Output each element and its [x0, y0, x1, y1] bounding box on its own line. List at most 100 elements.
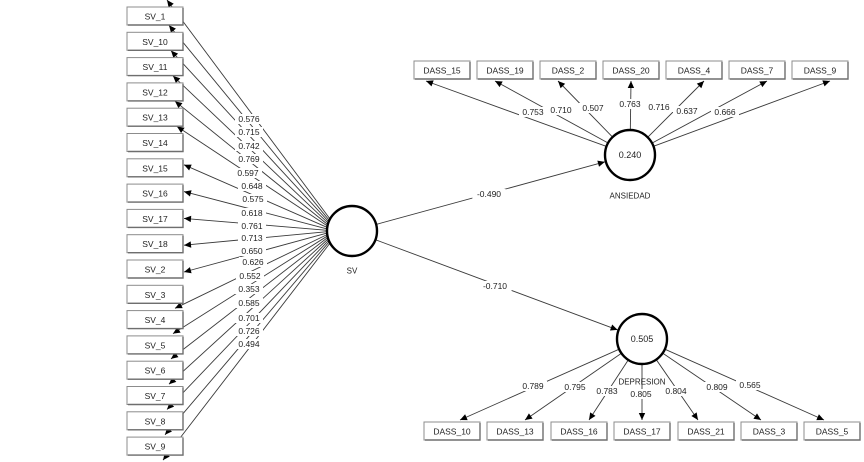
indicator-label: SV_7 — [145, 391, 166, 401]
indicator-dass-21[interactable]: DASS_21 — [677, 421, 735, 441]
indicator-sv-17[interactable]: SV_17 — [126, 208, 184, 229]
indicator-sv-10[interactable]: SV_10 — [126, 31, 184, 51]
indicator-dass-2[interactable]: DASS_2 — [539, 60, 597, 80]
latent-circle[interactable] — [615, 312, 669, 366]
loading-label-sv-16: 0.618 — [238, 208, 266, 218]
latent-circle[interactable] — [603, 128, 657, 182]
loading-edge-sv-7 — [166, 239, 330, 410]
indicator-label: DASS_13 — [496, 427, 534, 437]
indicator-dass-15[interactable]: DASS_15 — [413, 60, 471, 80]
indicator-sv-18[interactable]: SV_18 — [126, 234, 184, 254]
indicator-box-shadow — [128, 235, 184, 254]
indicator-label: SV_3 — [145, 290, 166, 300]
indicator-box-shadow — [128, 261, 184, 279]
loading-label-dass-4-text: 0.716 — [648, 102, 670, 112]
indicator-box-shadow — [128, 362, 184, 380]
indicator-box-shadow — [805, 423, 861, 441]
loading-label-sv-17-background — [238, 221, 266, 231]
loading-label-dass-17-text: 0.805 — [630, 389, 652, 399]
loading-edge-sv-1 — [166, 0, 331, 220]
indicator-box-shadow — [615, 423, 671, 441]
indicator-sv-6[interactable]: SV_6 — [126, 360, 184, 380]
loading-label-dass-9: 0.666 — [711, 107, 739, 117]
loading-label-sv-2-background — [238, 246, 266, 256]
loading-label-dass-20: 0.763 — [616, 99, 644, 109]
latent-sv[interactable]: SV — [325, 204, 379, 276]
indicator-box-shadow — [425, 423, 481, 441]
loading-label-sv-5-text: 0.353 — [238, 284, 260, 294]
indicator-sv-4[interactable]: SV_4 — [126, 310, 184, 330]
indicator-sv-5[interactable]: SV_5 — [126, 335, 184, 355]
loading-label-sv-13-text: 0.597 — [237, 168, 259, 178]
indicator-sv-9[interactable]: SV_9 — [126, 436, 184, 456]
indicator-label: DASS_3 — [753, 427, 786, 437]
indicator-sv-14[interactable]: SV_14 — [126, 133, 184, 153]
indicator-label: SV_14 — [142, 138, 168, 148]
loading-label-sv-3-text: 0.626 — [242, 257, 264, 267]
indicator-box-shadow — [128, 438, 184, 456]
loading-label-dass-13-background — [561, 382, 589, 392]
arrowhead-path-depresion — [609, 324, 618, 331]
loading-label-dass-10-background — [519, 381, 547, 391]
indicator-box-shadow — [742, 423, 798, 441]
indicator-box-shadow — [128, 83, 184, 102]
loading-label-sv-7-text: 0.701 — [238, 313, 260, 323]
loading-label-sv-10-text: 0.715 — [238, 127, 260, 137]
indicator-sv-7[interactable]: SV_7 — [126, 386, 184, 406]
loading-label-sv-14-text: 0.648 — [241, 181, 263, 191]
path-coefficient-sv-to-depresion-text: -0.710 — [483, 281, 507, 291]
indicator-box-shadow — [128, 8, 184, 26]
indicator-dass-16[interactable]: DASS_16 — [550, 421, 608, 441]
indicator-dass-20[interactable]: DASS_20 — [602, 60, 660, 80]
loading-label-dass-21: 0.804 — [662, 386, 690, 396]
indicator-dass-10[interactable]: DASS_10 — [423, 421, 481, 441]
loading-label-dass-4-background — [645, 102, 673, 112]
arrowhead-sv-4 — [173, 327, 181, 334]
indicator-sv-15[interactable]: SV_15 — [126, 158, 184, 178]
loading-label-sv-10: 0.715 — [235, 127, 263, 137]
indicator-dass-13[interactable]: DASS_13 — [486, 421, 544, 441]
indicator-dass-3[interactable]: DASS_3 — [740, 421, 798, 441]
loading-label-sv-12-text: 0.769 — [238, 154, 260, 164]
loading-label-sv-2-text: 0.650 — [241, 246, 263, 256]
indicator-dass-17[interactable]: DASS_17 — [613, 421, 671, 441]
loading-label-dass-15-text: 0.753 — [522, 107, 544, 117]
indicator-sv-11[interactable]: SV_11 — [126, 57, 184, 77]
indicator-dass-5[interactable]: DASS_5 — [803, 421, 861, 441]
indicator-dass-19[interactable]: DASS_19 — [476, 60, 534, 80]
loading-label-sv-2: 0.650 — [238, 246, 266, 256]
indicator-sv-3[interactable]: SV_3 — [126, 284, 184, 304]
indicator-sv-16[interactable]: SV_16 — [126, 183, 184, 203]
loading-label-dass-20-background — [616, 99, 644, 109]
indicator-dass-4[interactable]: DASS_4 — [665, 60, 723, 80]
arrowhead-sv-13 — [175, 101, 183, 109]
loading-label-sv-6-text: 0.585 — [238, 298, 260, 308]
loading-label-dass-13-text: 0.795 — [564, 382, 586, 392]
latent-circle[interactable] — [325, 204, 379, 258]
indicator-sv-1[interactable]: SV_1 — [126, 6, 184, 26]
indicator-box-shadow — [128, 412, 184, 431]
indicator-label: SV_1 — [145, 12, 166, 22]
indicator-box-shadow — [128, 387, 184, 406]
loading-label-sv-8-background — [235, 326, 263, 336]
indicator-dass-7[interactable]: DASS_7 — [728, 60, 786, 80]
loading-label-dass-3-text: 0.809 — [706, 382, 728, 392]
indicator-label: SV_8 — [145, 416, 166, 426]
indicator-dass-9[interactable]: DASS_9 — [791, 60, 849, 80]
indicator-sv-13[interactable]: SV_13 — [126, 107, 184, 127]
indicator-box-shadow — [552, 423, 608, 441]
indicator-box-shadow — [541, 62, 597, 80]
indicator-sv-2[interactable]: SV_2 — [126, 259, 184, 279]
loading-label-dass-16-text: 0.783 — [596, 386, 618, 396]
loading-label-dass-21-background — [662, 386, 690, 396]
loading-label-sv-6: 0.585 — [235, 298, 263, 308]
indicator-label: SV_9 — [145, 442, 166, 452]
loading-label-sv-11-text: 0.742 — [238, 141, 260, 151]
arrowhead-sv-10 — [169, 25, 176, 33]
indicator-sv-12[interactable]: SV_12 — [126, 82, 184, 102]
arrowhead-dass-3 — [753, 413, 761, 420]
indicator-sv-8[interactable]: SV_8 — [126, 411, 184, 431]
